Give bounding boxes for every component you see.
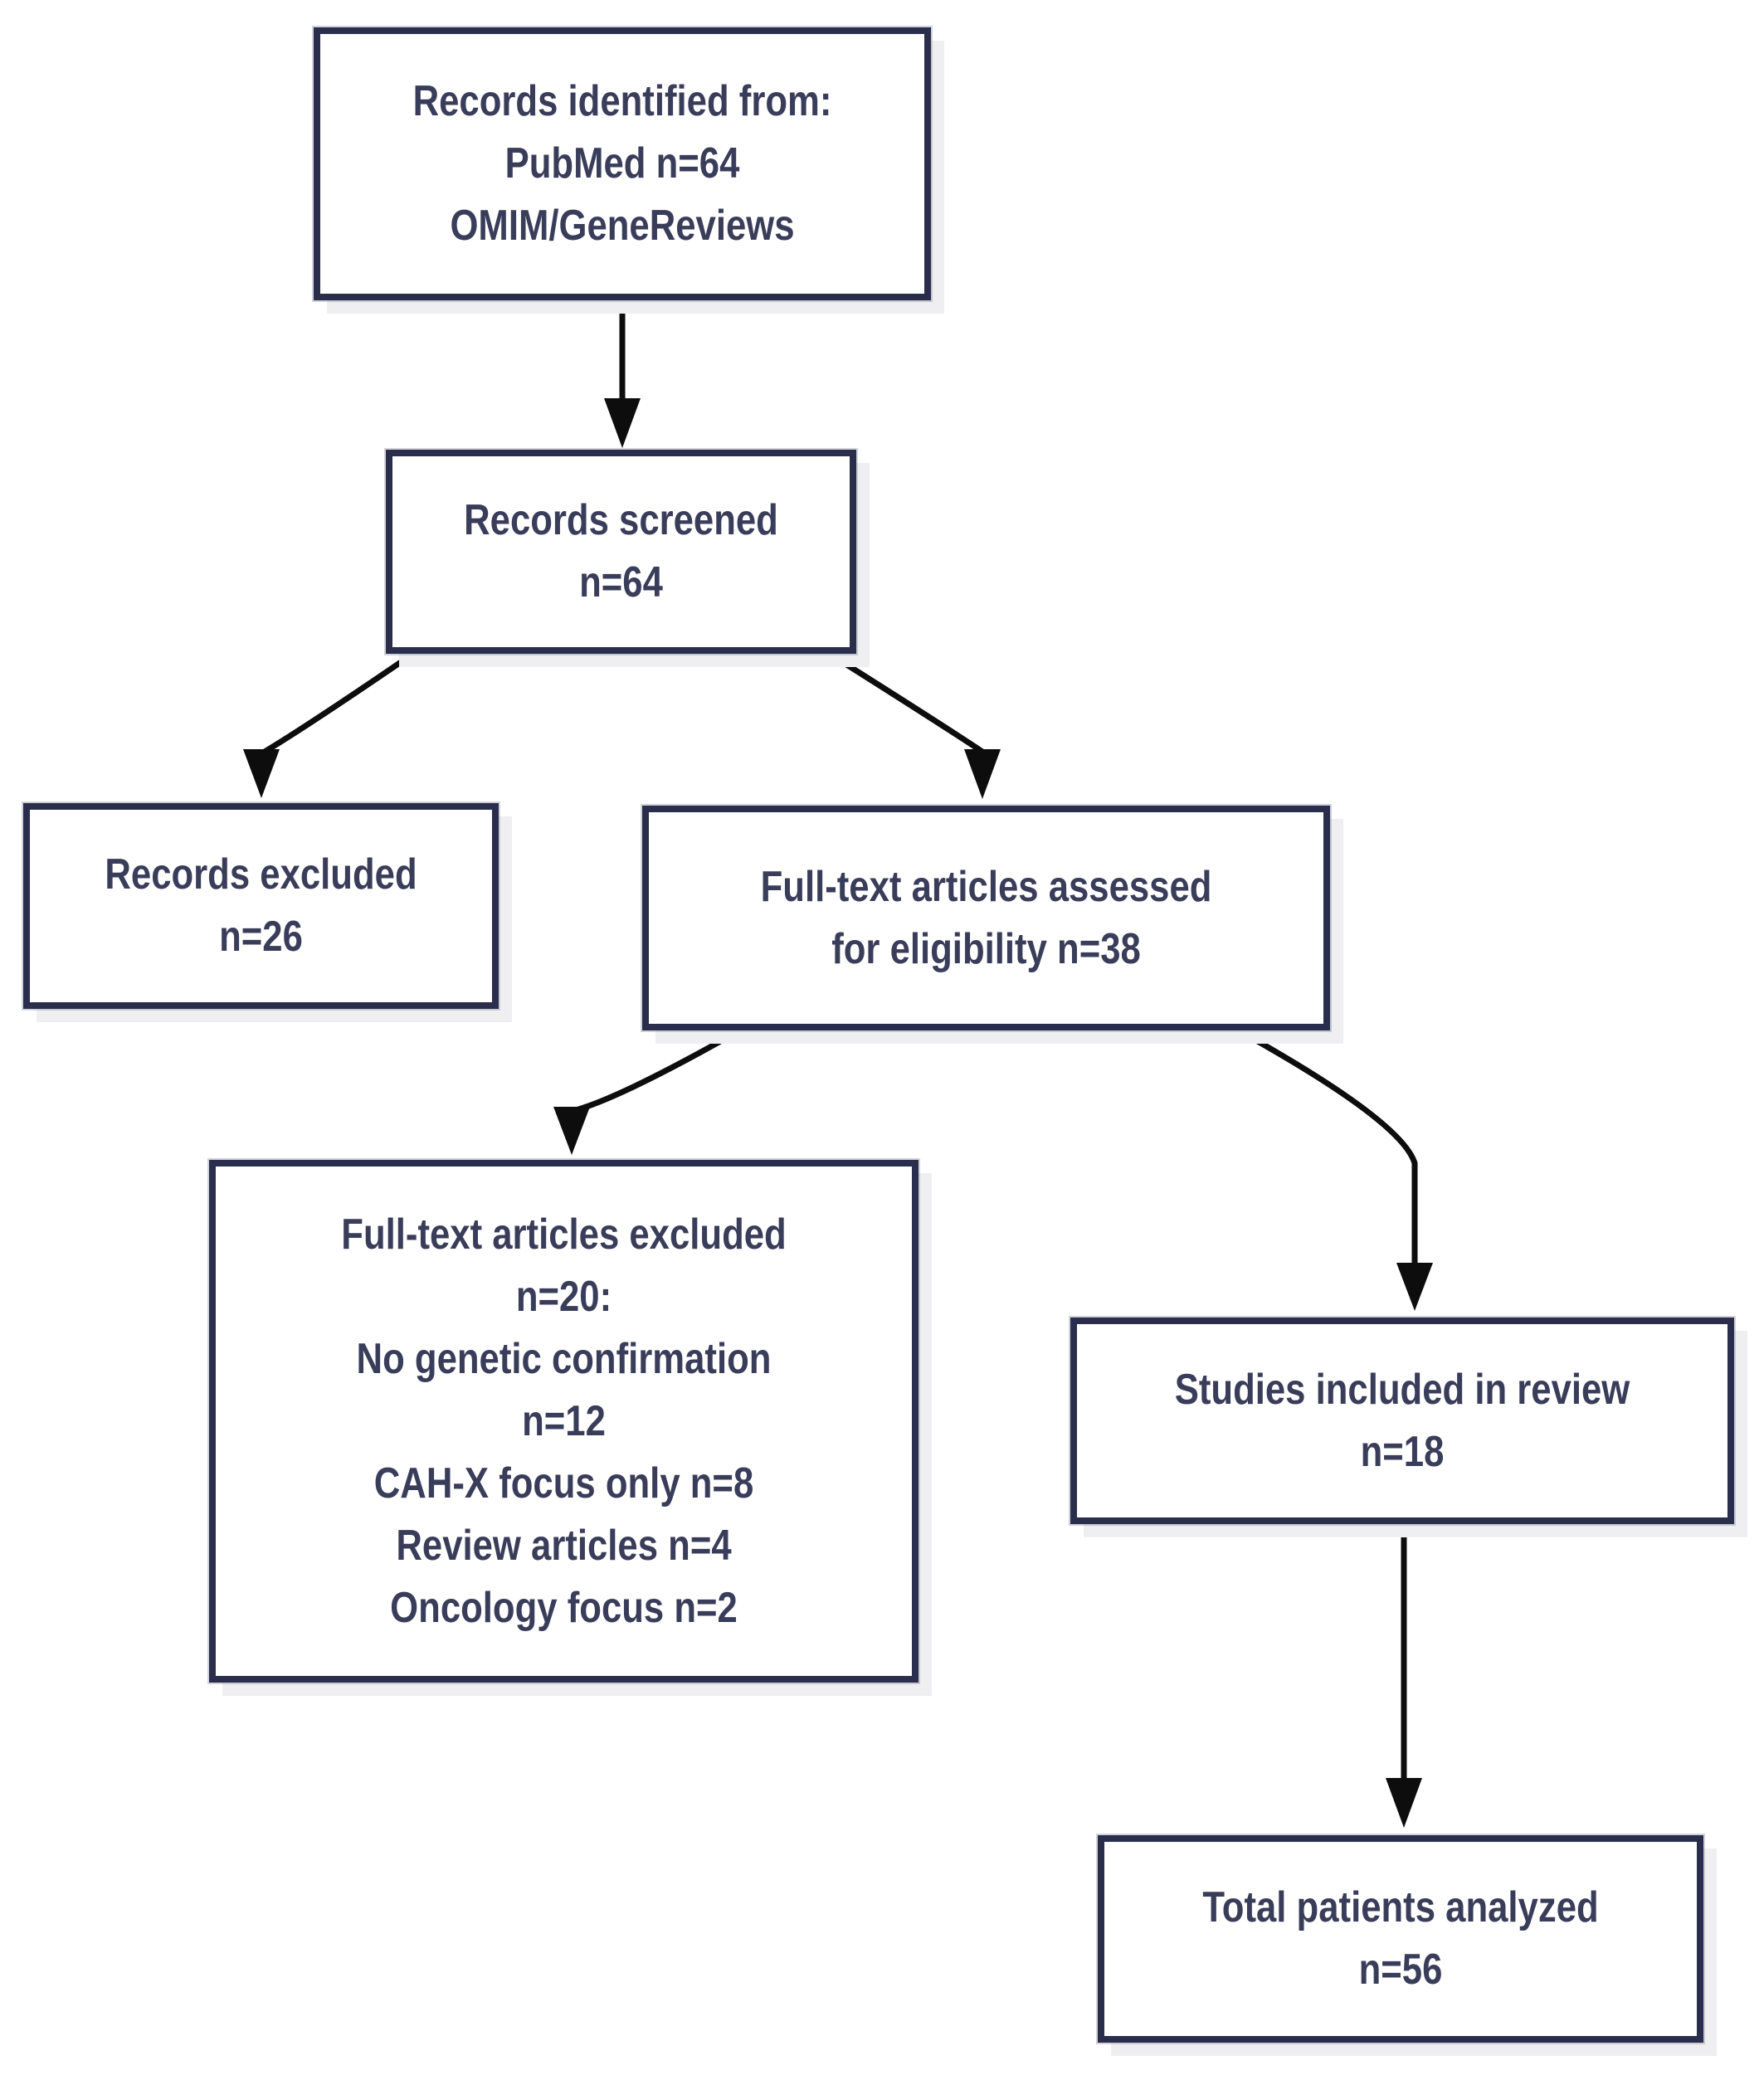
flow-box-records-identified: Records identified from: PubMed n=64 OMI… <box>314 27 931 300</box>
arrow-screened-to-assessed <box>831 654 1001 799</box>
flow-box-line: Oncology focus n=2 <box>390 1583 738 1632</box>
flow-box-line: Records identified from: <box>412 77 832 125</box>
flow-box-line: n=18 <box>1360 1427 1445 1476</box>
arrow-screened-to-excluded <box>243 654 412 798</box>
flow-box-line: Studies included in review <box>1174 1365 1630 1414</box>
flow-box-line: Review articles n=4 <box>396 1521 732 1570</box>
flow-box-line: Total patients analyzed <box>1202 1883 1599 1931</box>
flow-box-line: n=20: <box>515 1272 612 1321</box>
flow-box-line: n=12 <box>522 1396 606 1445</box>
flow-box-line: Full-text articles excluded <box>341 1210 787 1259</box>
flow-box-fulltext-excluded: Full-text articles excluded n=20: No gen… <box>209 1160 919 1683</box>
flow-box-fulltext-assessed: Full-text articles assessed for eligibil… <box>642 806 1330 1030</box>
flow-box-records-excluded: Records excluded n=26 <box>23 803 499 1009</box>
flow-box-line: for eligibility n=38 <box>831 924 1141 973</box>
flow-box-line: Records screened <box>464 496 778 544</box>
arrow-studies-to-total-patients <box>1386 1524 1422 1828</box>
flow-box-total-patients: Total patients analyzed n=56 <box>1098 1835 1703 2043</box>
flow-box-records-screened: Records screened n=64 <box>386 450 856 654</box>
flow-box-line: Full-text articles assessed <box>760 862 1212 911</box>
flow-box-line: n=64 <box>579 558 663 606</box>
flow-box-line: n=26 <box>219 913 303 961</box>
flow-box-line: OMIM/GeneReviews <box>450 202 795 250</box>
flow-box-line: Records excluded <box>105 850 417 899</box>
flow-box-line: CAH-X focus only n=8 <box>373 1459 754 1508</box>
arrow-assessed-to-fulltext-excluded <box>553 1029 740 1155</box>
flow-box-studies-included: Studies included in review n=18 <box>1070 1318 1734 1524</box>
arrow-assessed-to-studies-included <box>1238 1029 1433 1311</box>
flow-box-line: PubMed n=64 <box>504 139 740 188</box>
arrow-identified-to-screened <box>604 300 641 448</box>
flow-box-line: No genetic confirmation <box>356 1334 772 1383</box>
flow-box-line: n=56 <box>1358 1946 1443 1994</box>
